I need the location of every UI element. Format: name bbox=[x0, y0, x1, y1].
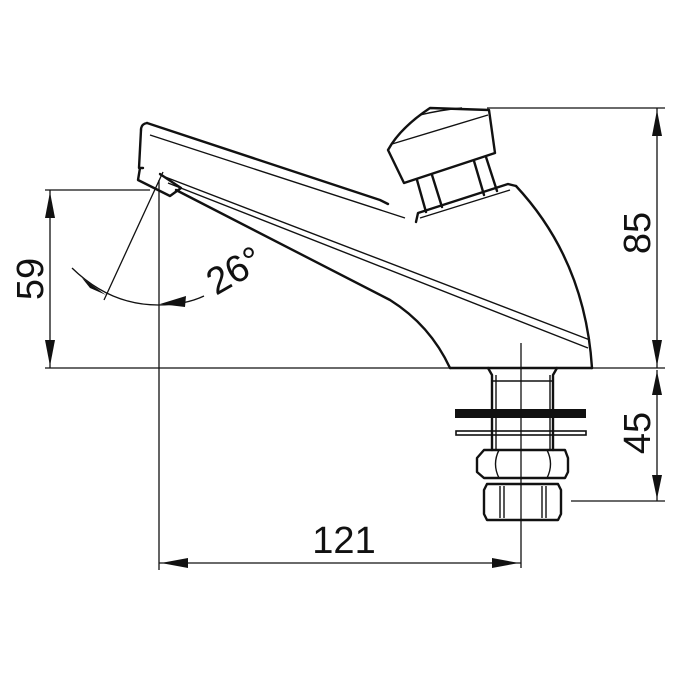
dimension-121-label: 121 bbox=[312, 520, 375, 562]
tap-body bbox=[136, 121, 594, 370]
push-button bbox=[386, 106, 499, 214]
dimension-85-label: 85 bbox=[617, 212, 659, 254]
dimension-26-degrees: 26° bbox=[71, 171, 271, 307]
dimension-85: 85 bbox=[487, 107, 665, 369]
dimension-59-label: 59 bbox=[10, 258, 52, 300]
dimension-26-label: 26° bbox=[200, 239, 271, 304]
dimension-59: 59 bbox=[10, 189, 450, 369]
center-lines bbox=[158, 180, 522, 570]
dimension-45-label: 45 bbox=[617, 412, 659, 454]
dimension-45: 45 bbox=[571, 370, 665, 502]
dimension-121: 121 bbox=[159, 520, 521, 568]
